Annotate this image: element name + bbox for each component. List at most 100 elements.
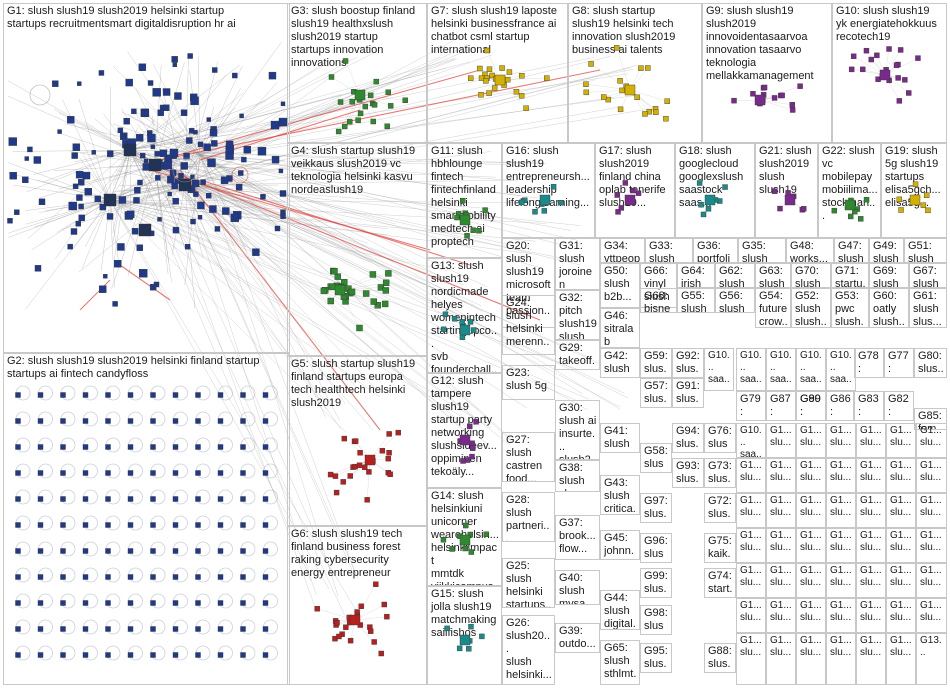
minor-group-label: G10... saa... [740,425,762,458]
minor-group-box: G10... saa... [736,348,766,391]
minor-group-box: G1... slu... [826,423,856,458]
group-label-g25: G25: slush helsinki startups... [506,560,552,608]
minor-group-box: G1... slu... [736,598,766,633]
group-box-g8: G8: slush startup slush19 helsinki tech … [568,3,702,143]
group-label-g17: G17: slush slush2019 finland china oplab… [599,145,666,209]
minor-group-label: G1... slu... [830,565,852,588]
group-label-g18: G18: slush googlecloud googlexslush saas… [679,145,744,209]
group-box-g56: G56: slush [715,288,755,313]
group-label-g56: G56: slush [719,290,745,313]
minor-group-label: G1... slu... [920,460,942,483]
group-label-g27: G27: slush castren food... [506,434,543,482]
group-box-g27: G27: slush castren food... [502,432,555,482]
minor-group-box: G1... slu... [766,458,796,493]
minor-group-box: G1... slu... [886,563,916,598]
group-box-g4: G4: slush startup slush19 veikkaus slush… [287,143,427,356]
group-box-g83: G83: slush [854,391,884,421]
group-label-g78: G78: xr... [858,350,879,377]
group-box-g63: G63: slush teknо... [755,263,791,288]
group-box-g58: G58: slush oner... [640,443,672,473]
group-box-g21: G21: slush slush2019 slush slush19 [755,143,818,238]
minor-group-box: G1... slu... [736,528,766,563]
minor-group-box: G10... saa... [766,348,796,391]
minor-group-box: G1... slu... [766,423,796,458]
group-label-g83: G83: slush [858,393,879,420]
group-box-g73: G73: slus... [704,458,736,488]
group-box-g43: G43: slush critica... [600,475,640,515]
minor-group-box: G1... slu... [796,633,826,685]
minor-group-label: G1... slu... [740,600,762,623]
group-box-g72: G72: slus... [704,493,736,523]
group-label-g70: G70: slush [795,265,821,288]
minor-group-box: G1... slu... [886,423,916,458]
group-box-g12: G12: slush tampere slush19 startup party… [427,373,502,488]
group-label-g58: G58: slush oner... [644,445,668,472]
group-label-g53: G53: pwc slush... [835,290,864,328]
minor-group-box: G1... slu... [856,528,886,563]
group-label-g23: G23: slush 5g [506,367,547,392]
minor-group-label: G10... saa... [740,350,762,390]
group-label-g89: G89: agr... [800,393,821,420]
group-label-g88: G88: slus... [708,645,732,672]
group-label-g48: G48: works... okrs [790,240,828,263]
group-label-g35: G35: slush ultrah... [742,240,768,263]
group-box-g14: G14: slush helsinkiuni unicorner wearehe… [427,488,502,586]
group-box-g35: G35: slush ultrah... [738,238,786,263]
group-label-g37: G37: brook... flow... [559,517,596,555]
minor-group-box: G1... slu... [736,493,766,528]
group-box-g82: G82: finte... [884,391,914,421]
minor-group-box: G1... slu... [766,493,796,528]
minor-group-box: G1... slu... [886,598,916,633]
group-label-g24: G24: slush helsinki merenn... climatec..… [506,297,550,355]
group-box-g42: G42: slush rahoit... [600,348,640,378]
group-label-g14: G14: slush helsinkiuni unicorner wearehe… [431,490,499,585]
group-label-g22: G22: slush vc mobilepay mobiilima... sto… [822,145,878,222]
minor-group-box: G1... slu... [856,633,886,685]
minor-group-label: G1... slu... [890,460,912,483]
group-label-g62: G62: slush press... [719,265,745,288]
minor-group-label: G1... slu... [800,425,822,448]
group-box-g54: G54: future crow... [755,288,791,328]
group-label-g55: G55: slush vr ar... [681,290,707,313]
minor-group-label: G1... slu... [770,460,792,483]
group-label-g26: G26: slush20... slush helsinki... [506,617,552,681]
group-box-g6: G6: slush slush19 tech finland business … [287,526,427,685]
group-box-g33: G33: slush slush1... [645,238,693,263]
minor-group-label: G1... slu... [920,600,942,623]
group-label-g11: G11: slush hbhlounge fintech fintechfinl… [431,145,496,248]
group-label-g71: G71: startu... techn... [835,265,866,288]
group-box-g78: G78: xr... [854,348,884,378]
group-label-g65: G65: slush sthlmt... [604,642,637,684]
minor-group-label: G1... slu... [830,530,852,553]
group-box-g65: G65: slush sthlmt... [600,640,640,685]
group-box-g32: G32: pitch slush19 slush [555,290,600,340]
minor-group-box: G13... [916,633,947,685]
group-box-g11: G11: slush hbhlounge fintech fintechfinl… [427,143,502,258]
group-label-g59: G59: slus... [644,350,668,377]
group-label-g64: G64: irish slush [681,265,705,288]
group-box-g80: G80: slus... [914,348,947,378]
group-label-g98: G98: slush [644,607,668,634]
group-label-g16: G16: slush slush19 entrepreneursh... lea… [506,145,590,209]
group-label-g45: G45: johnn... slush [604,532,634,559]
minor-group-label: G1... slu... [890,495,912,518]
minor-group-box: G1... slu... [766,633,796,685]
group-label-g68: G68: bisnes brand... [644,290,671,313]
minor-group-box: G1... slu... [766,563,796,598]
group-label-g36: G36: portfolio slush [697,240,731,263]
group-box-g39: G39: outdo... slush [555,623,600,653]
group-box-g24: G24: slush helsinki merenn... climatec..… [502,295,555,355]
group-label-g63: G63: slush teknо... [759,265,785,288]
group-box-g89: G89: agr... [796,391,826,421]
minor-group-label: G1... slu... [890,600,912,623]
minor-group-label: G1... slu... [770,530,792,553]
group-box-g7: G7: slush slush19 laposte helsinki busin… [427,3,568,143]
group-box-g60: G60: oatly slush... [869,288,909,328]
minor-group-label: G1... slu... [740,460,762,483]
minor-group-box: G1... slu... [856,458,886,493]
minor-group-box: G1... slu... [796,598,826,633]
group-label-g31: G31: slush joroinen talous... [559,240,593,290]
minor-group-box: G1... slu... [796,528,826,563]
minor-group-box: G1... slu... [826,598,856,633]
group-box-g17: G17: slush slush2019 finland china oplab… [595,143,675,238]
